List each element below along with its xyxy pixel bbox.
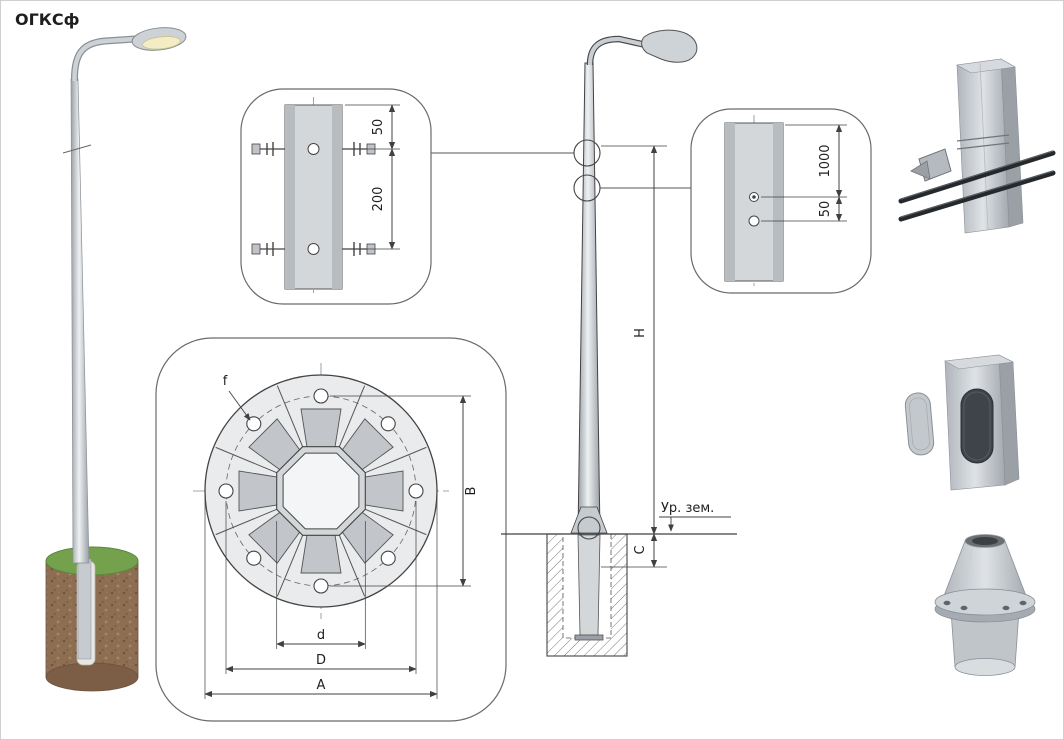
dim-label-200: 200 bbox=[371, 187, 386, 212]
pole-elevation: Ур. зем. H C bbox=[501, 29, 737, 657]
fastener-center bbox=[752, 195, 756, 199]
detail-view-bolts: 50 200 bbox=[240, 88, 432, 305]
tie-band-2 bbox=[956, 142, 1010, 150]
hole-leader bbox=[228, 390, 251, 421]
pole-embedded bbox=[77, 558, 92, 660]
pole-shaft-3d bbox=[70, 78, 90, 564]
page-title: ОГКСф bbox=[15, 10, 80, 29]
detail-marker-top bbox=[573, 139, 601, 167]
detail-marker-bottom bbox=[573, 174, 601, 202]
pole-embedded-section bbox=[577, 534, 601, 636]
cable-rod-1 bbox=[898, 150, 1056, 204]
lamp-arm-3d-outline bbox=[70, 35, 136, 82]
label-H: H bbox=[633, 328, 648, 338]
door-cover bbox=[904, 392, 935, 456]
pole-shaft bbox=[577, 62, 601, 535]
detail-marker-base bbox=[577, 516, 601, 540]
base-bottom-rim bbox=[954, 658, 1016, 676]
ground-level-label: Ур. зем. bbox=[661, 501, 714, 516]
cable-rod-2 bbox=[898, 170, 1056, 222]
tie-band-1 bbox=[956, 134, 1010, 142]
label-D: D bbox=[316, 653, 326, 668]
access-door-3d bbox=[904, 354, 1020, 491]
dim-label-50-side: 50 bbox=[818, 201, 833, 218]
flange-bolt-holes bbox=[218, 388, 424, 594]
lamp-head bbox=[641, 29, 698, 63]
lamp-arm bbox=[587, 36, 647, 66]
pole-edge-left-2 bbox=[725, 123, 735, 281]
pole-edge-right bbox=[332, 105, 342, 289]
flange-hole-2 bbox=[960, 605, 968, 611]
flange-plate-top bbox=[934, 588, 1036, 616]
cable-clamp-3d bbox=[898, 58, 1056, 234]
pole-edge-right-2 bbox=[773, 123, 783, 281]
flange-seams bbox=[215, 385, 427, 597]
pole-base-flare bbox=[570, 506, 608, 534]
pole-base-plate bbox=[574, 634, 604, 641]
label-A: A bbox=[317, 678, 326, 693]
lamp-arm-3d bbox=[72, 36, 136, 82]
octagon-inner bbox=[282, 452, 360, 530]
label-C: C bbox=[633, 545, 648, 554]
pole-3d-render bbox=[45, 27, 187, 692]
flange-hole-3 bbox=[1002, 605, 1010, 611]
bolt-hole-top bbox=[307, 143, 320, 155]
cable-hole bbox=[748, 215, 760, 227]
break-mark bbox=[62, 144, 92, 154]
hatch-opening bbox=[960, 388, 994, 464]
label-f: f bbox=[223, 374, 228, 389]
detail-view-holes: 1000 50 bbox=[690, 108, 872, 294]
label-d: d bbox=[317, 628, 325, 643]
pole-edge-left bbox=[285, 105, 295, 289]
flange-plan-view: f B d D A bbox=[155, 337, 507, 722]
flange-base-3d bbox=[934, 534, 1036, 676]
flange-hole-4 bbox=[1019, 600, 1027, 606]
shoe-inner-tube bbox=[972, 537, 998, 545]
dim-label-1000: 1000 bbox=[818, 144, 833, 177]
bolt-hole-bottom bbox=[307, 243, 320, 255]
lamp-head-3d bbox=[131, 27, 187, 51]
flange-hole-1 bbox=[943, 600, 951, 606]
label-B: B bbox=[464, 487, 479, 496]
dim-label-50: 50 bbox=[371, 119, 386, 136]
clamp-thimble bbox=[910, 160, 931, 180]
foundation-bottom bbox=[45, 662, 139, 692]
